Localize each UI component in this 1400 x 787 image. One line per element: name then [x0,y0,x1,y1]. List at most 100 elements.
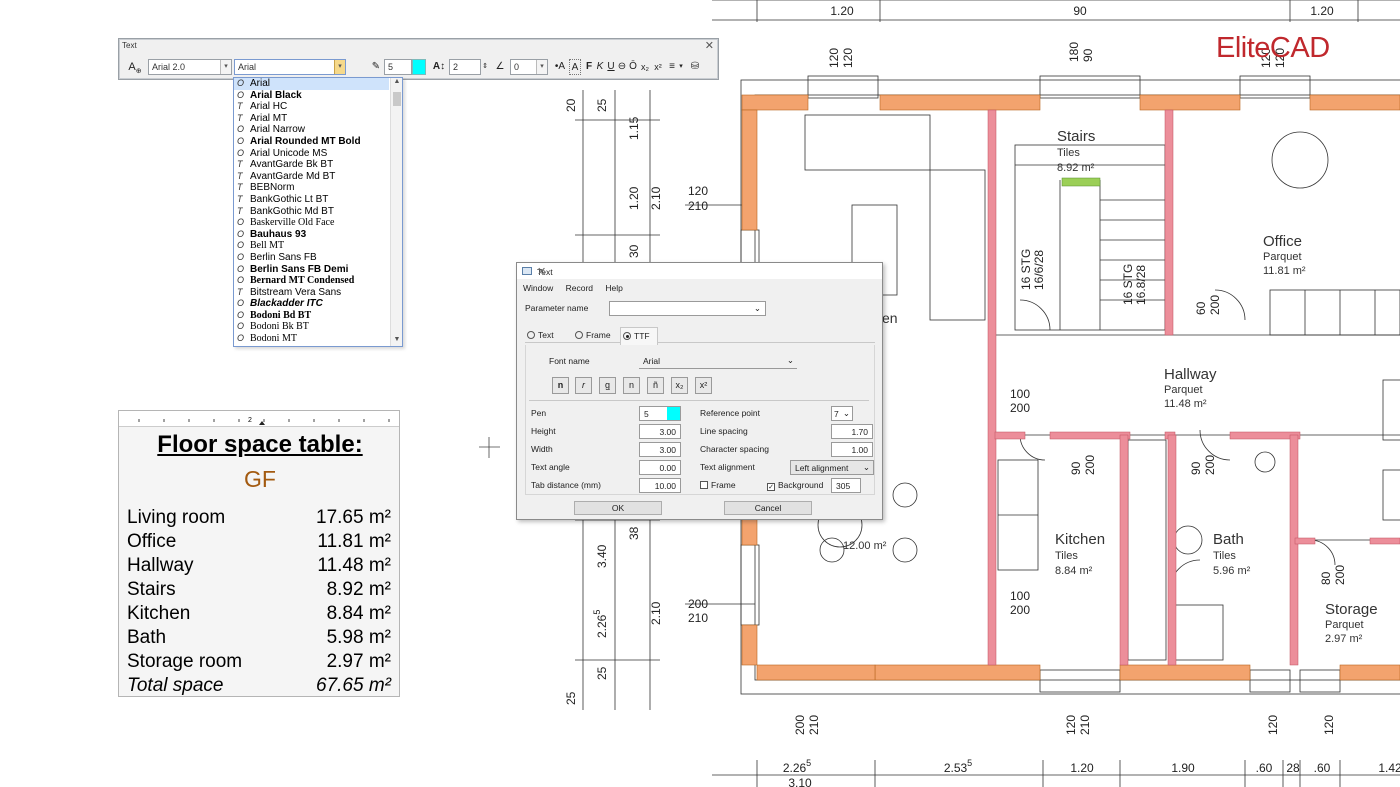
align-icon[interactable]: ≡ [669,61,675,72]
opentype-font-icon: O [237,333,245,344]
room-label: Living room [127,507,226,528]
text-height-icon[interactable]: A↕ [432,61,446,72]
svg-text:200: 200 [1203,455,1217,475]
fill-bucket-icon[interactable]: ⛁ [690,61,700,72]
width-input[interactable]: 3.00 [639,442,681,457]
font-list-item-label: Bernard MT Condensed [250,275,355,287]
text-angle-icon[interactable]: ∠ [495,61,505,72]
svg-text:1.20: 1.20 [627,186,641,210]
pen-color-swatch[interactable] [667,407,680,420]
chevron-up-icon[interactable]: ▲ [393,78,401,85]
char-spacing-input[interactable]: 1.00 [831,442,873,457]
text-height-input[interactable]: 2 [449,59,481,75]
style-overline-button[interactable]: ñ [647,377,664,394]
style-italic-button[interactable]: r [575,377,592,394]
pen-icon[interactable]: ✎ [371,61,381,72]
table-title: Floor space table: [157,431,363,458]
mode-frame-radio[interactable]: Frame [575,330,611,340]
spinner-icon[interactable]: ⇕ [482,63,488,70]
close-icon[interactable]: ✕ [704,40,714,52]
tab-distance-input[interactable]: 10.00 [639,478,681,493]
param-name-dropdown[interactable]: ⌄ [609,301,766,316]
chevron-down-icon[interactable]: ▾ [679,63,683,70]
mode-ttf-radio[interactable]: TTF [620,327,658,345]
svg-text:90: 90 [1081,48,1095,62]
format-underline[interactable]: U [607,61,615,72]
svg-text:210: 210 [1078,715,1092,735]
text-ruler[interactable]: 2 [119,411,399,427]
pen-input[interactable]: 5 [384,59,412,75]
style-subscript-button[interactable]: x₂ [671,377,688,394]
background-checkbox[interactable]: ✓Background [767,480,823,491]
font-name-dropdown[interactable]: Arial ▾ [234,59,346,75]
font-list-item-label: Blackadder ITC [250,298,323,310]
style-underline-button[interactable]: g [599,377,616,394]
text-angle-dropdown[interactable]: 0 ▾ [510,59,548,75]
dialog-pen-input[interactable]: 5 [639,406,681,421]
dialog-titlebar[interactable]: Text ✕ [517,263,882,279]
format-bold[interactable]: F [585,61,593,72]
menu-record[interactable]: Record [565,283,594,293]
height-input[interactable]: 3.00 [639,424,681,439]
format-superscript[interactable]: x² [654,62,662,72]
text-style-icon[interactable]: A⊕ [128,61,142,76]
font-list-scrollbar[interactable]: ▲ ▼ [390,78,402,346]
ok-button[interactable]: OK [574,501,662,515]
close-icon[interactable]: ✕ [537,266,547,278]
format-subscript[interactable]: x₂ [641,62,649,72]
format-overline[interactable]: Ō [629,61,637,72]
style-strike-button[interactable]: n [623,377,640,394]
text-color-icon[interactable]: •A [554,61,566,72]
menu-help[interactable]: Help [605,283,623,293]
refpoint-dropdown[interactable]: 7⌄ [831,406,853,421]
format-strikethrough[interactable]: ⊖ [617,61,627,72]
text-frame-icon[interactable]: A [569,59,581,75]
format-italic[interactable]: K [596,61,604,72]
menu-window[interactable]: Window [523,283,554,293]
style-bold-button[interactable]: n [552,377,569,394]
chevron-down-icon[interactable]: ▾ [334,60,345,74]
line-spacing-input[interactable]: 1.70 [831,424,873,439]
style-superscript-button[interactable]: x² [695,377,712,394]
mode-text-radio[interactable]: Text [527,330,554,340]
scrollbar-thumb[interactable] [393,92,401,106]
text-style-dropdown[interactable]: Arial 2.0 ▾ [148,59,232,75]
dialog-font-dropdown[interactable]: Arial ⌄ [639,354,797,369]
alignment-dropdown[interactable]: Left alignment⌄ [790,460,874,475]
svg-text:1.20: 1.20 [1070,761,1094,775]
frame-checkbox[interactable]: Frame [700,480,736,490]
background-input[interactable]: 305 [831,478,861,493]
chevron-down-icon[interactable]: ▼ [393,336,401,343]
dialog-angle-input[interactable]: 0.00 [639,460,681,475]
pen-color-swatch[interactable] [412,59,426,75]
truetype-font-icon: T [237,286,243,297]
cancel-button[interactable]: Cancel [724,501,812,515]
